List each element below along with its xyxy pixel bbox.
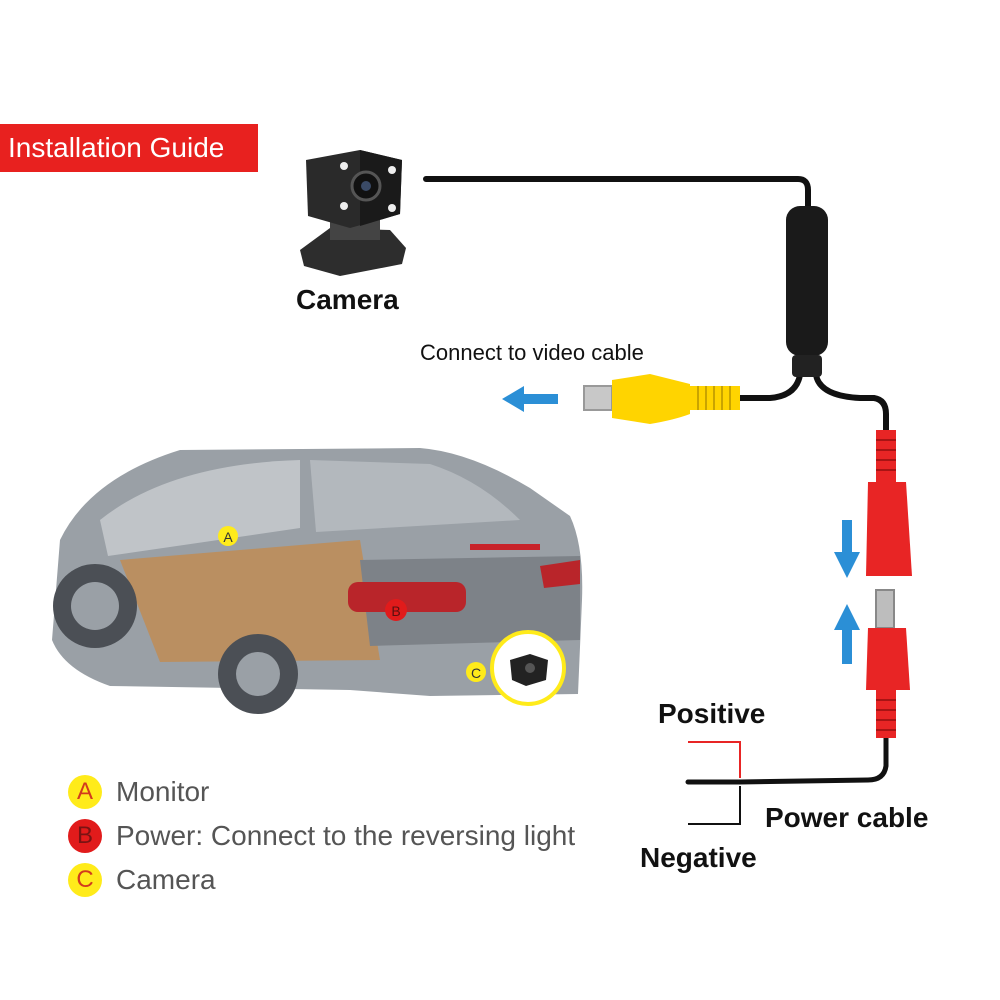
- dc-female-connector: [866, 430, 912, 576]
- car-marker-b: B: [385, 599, 407, 621]
- arrow-up-icon: [834, 604, 860, 664]
- rca-connector: [583, 374, 740, 424]
- inline-box: [786, 206, 828, 377]
- negative-label: Negative: [640, 842, 757, 873]
- title-banner: Installation Guide: [0, 124, 258, 172]
- legend: A Monitor B Power: Connect to the revers…: [68, 770, 575, 902]
- dc-male-connector: [866, 589, 910, 738]
- cable: [423, 176, 889, 785]
- legend-text-c: Camera: [116, 864, 216, 895]
- svg-text:A: A: [223, 529, 233, 545]
- car-illustration: [52, 448, 583, 714]
- positive-label: Positive: [658, 698, 766, 729]
- arrow-down-icon: [834, 520, 860, 578]
- svg-text:B: B: [391, 603, 400, 619]
- legend-badge-b: B: [68, 819, 102, 853]
- legend-text-a: Monitor: [116, 776, 210, 807]
- arrow-left-icon: [502, 386, 558, 412]
- video-cable-label: Connect to video cable: [420, 340, 644, 365]
- camera-icon: [300, 150, 406, 276]
- legend-badge-c: C: [68, 863, 102, 897]
- legend-item-camera: C Camera: [68, 858, 575, 902]
- svg-text:C: C: [471, 665, 481, 681]
- legend-badge-a: A: [68, 775, 102, 809]
- car-marker-a: A: [218, 526, 238, 546]
- legend-item-power: B Power: Connect to the reversing light: [68, 814, 575, 858]
- power-wires: [688, 741, 741, 825]
- camera-label: Camera: [296, 284, 399, 315]
- legend-item-monitor: A Monitor: [68, 770, 575, 814]
- legend-text-b: Power: Connect to the reversing light: [116, 820, 576, 851]
- car-marker-c: C: [466, 662, 486, 682]
- power-cable-label: Power cable: [765, 802, 929, 833]
